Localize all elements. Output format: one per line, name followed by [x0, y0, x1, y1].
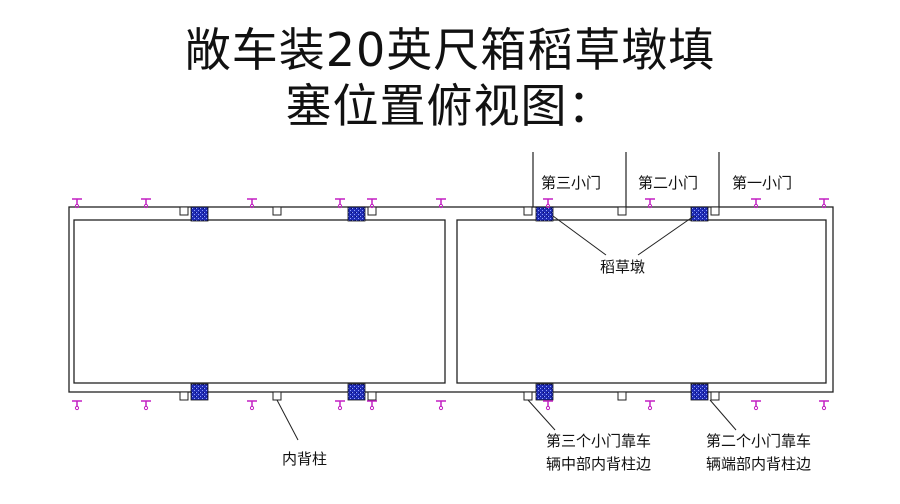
- door-label-3: 第三小门: [541, 174, 601, 192]
- stake-pocket: [140, 400, 152, 411]
- stake-pocket: [334, 198, 346, 209]
- straw-pier: [190, 206, 209, 222]
- stake-pocket: [435, 198, 447, 209]
- stake-pocket: [334, 400, 346, 411]
- inner-post: [179, 391, 189, 401]
- stake-pocket: [750, 400, 762, 411]
- door-label-2: 第二小门: [638, 174, 698, 192]
- inner-post: [710, 206, 720, 216]
- note-door2-line1: 第二个小门靠车: [706, 432, 811, 450]
- note-door2-line2: 辆端部内背柱边: [706, 455, 811, 473]
- leader-line: [527, 399, 556, 431]
- inner-post: [617, 391, 627, 401]
- inner-post: [523, 206, 533, 216]
- stake-pocket: [435, 400, 447, 411]
- stake-pocket: [246, 198, 258, 209]
- inner-post: [617, 206, 627, 216]
- inner-post: [272, 391, 282, 401]
- stake-pocket: [246, 400, 258, 411]
- leader-line: [709, 399, 737, 431]
- inner-post: [523, 391, 533, 401]
- note-door3-line2: 辆中部内背柱边: [546, 455, 651, 473]
- note-door3-line1: 第三个小门靠车: [546, 432, 651, 450]
- inner-post: [179, 206, 189, 216]
- leader-line: [552, 215, 607, 256]
- inner-post: [272, 206, 282, 216]
- stake-pocket: [542, 198, 554, 209]
- stake-pocket: [542, 400, 554, 411]
- stake-pocket: [366, 400, 378, 411]
- stake-pocket: [818, 198, 830, 209]
- straw-pier-label: 稻草墩: [600, 258, 645, 276]
- straw-pier: [190, 383, 209, 401]
- inner-post: [710, 391, 720, 401]
- straw-pier: [690, 383, 709, 401]
- stake-pocket: [140, 198, 152, 209]
- inner-post-label: 内背柱: [282, 450, 327, 468]
- straw-pier: [535, 383, 554, 401]
- straw-pier: [347, 383, 366, 401]
- straw-pier: [347, 206, 366, 222]
- container-right: [456, 219, 827, 384]
- stake-pocket: [644, 400, 656, 411]
- wagon-outline: [68, 206, 834, 393]
- stake-pocket: [366, 198, 378, 209]
- door-label-1: 第一小门: [732, 174, 792, 192]
- stake-pocket: [750, 198, 762, 209]
- container-left: [73, 219, 446, 384]
- diagram-title-line2: 塞位置俯视图：: [285, 79, 615, 133]
- inner-post: [367, 391, 377, 401]
- straw-pier: [690, 206, 709, 222]
- leader-line: [276, 399, 299, 441]
- stake-pocket: [71, 198, 83, 209]
- stake-pocket: [818, 400, 830, 411]
- stake-pocket: [644, 198, 656, 209]
- straw-pier: [535, 206, 554, 222]
- diagram-title-line1: 敞车装20英尺箱稻草墩填: [184, 23, 716, 77]
- leader-line: [637, 215, 695, 256]
- stake-pocket: [71, 400, 83, 411]
- inner-post: [367, 206, 377, 216]
